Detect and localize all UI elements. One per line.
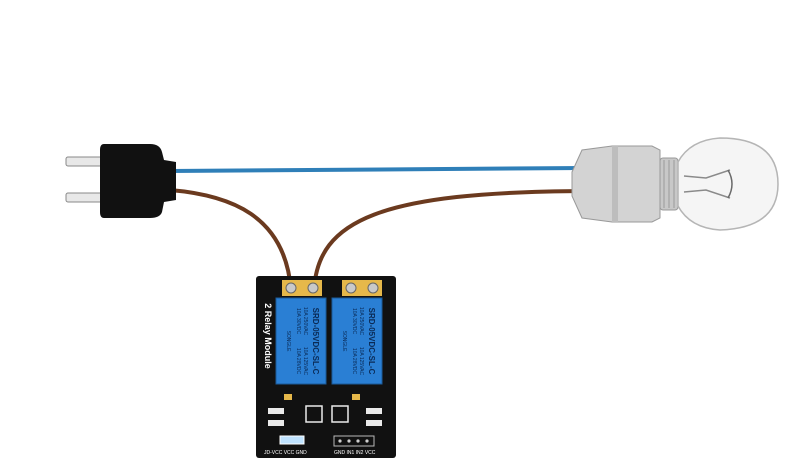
input-pins-label: GND IN1 IN2 VCC: [334, 450, 376, 456]
relay-1-rating-3: 10A 30VDC: [295, 308, 301, 335]
relay-1-body: [275, 297, 327, 385]
relay-1-model: SRD-05VDC-SL-C: [311, 308, 320, 375]
optocoupler: [305, 405, 323, 423]
header-pin: [365, 439, 369, 443]
bulb-filament-support: [683, 169, 731, 199]
relay-1-brand: SONGLE: [285, 331, 291, 353]
screw-terminals: [282, 280, 382, 296]
smd-resistor: [366, 420, 382, 426]
terminal-screw: [367, 282, 379, 294]
bulb-filament: [727, 169, 733, 199]
relay-2: SRD-05VDC-SL-C 10A 250VAC 10A 125VAC 10A…: [331, 297, 383, 385]
smd-resistor: [268, 408, 284, 414]
jumper-header: [279, 435, 305, 445]
bulb-socket-ring: [612, 146, 618, 222]
live-wire-plug-to-relay: [169, 188, 293, 291]
relay-2-rating-4: 10A 28VDC: [351, 348, 357, 375]
header-pin: [338, 439, 342, 443]
relay-1-rating-2: 10A 125VAC: [302, 347, 308, 376]
wires: [169, 166, 586, 291]
relay-2-brand: SONGLE: [341, 331, 347, 353]
terminal-screw: [345, 282, 357, 294]
plug-body: [100, 144, 176, 218]
optocoupler: [331, 405, 349, 423]
relay-2-rating-1: 10A 250VAC: [358, 307, 364, 336]
live-wire-relay-to-bulb: [312, 189, 586, 291]
relay-1-rating-1: 10A 250VAC: [302, 307, 308, 336]
header-pin: [347, 439, 351, 443]
relay-2-rating-2: 10A 125VAC: [358, 347, 364, 376]
bulb-glass: [677, 137, 779, 231]
input-header: [333, 435, 375, 447]
relay-1: SRD-05VDC-SL-C 10A 250VAC 10A 125VAC 10A…: [275, 297, 327, 385]
jumper-pins-label: JD-VCC VCC GND: [264, 450, 307, 456]
neutral-wire: [169, 166, 586, 173]
header-pin: [356, 439, 360, 443]
relay-2-rating-3: 10A 30VDC: [351, 308, 357, 335]
smd-resistor: [268, 420, 284, 426]
relay-1-rating-4: 10A 28VDC: [295, 348, 301, 375]
led: [284, 394, 292, 400]
light-bulb: [571, 137, 779, 231]
module-label: 2 Relay Module: [263, 303, 273, 369]
relay-module: SRD-05VDC-SL-C 10A 250VAC 10A 125VAC 10A…: [256, 276, 396, 458]
relay-2-body: [331, 297, 383, 385]
led: [352, 394, 360, 400]
terminal-screw: [285, 282, 297, 294]
smd-resistor: [366, 408, 382, 414]
relay-2-model: SRD-05VDC-SL-C: [367, 308, 376, 375]
terminal-screw: [307, 282, 319, 294]
power-plug: [65, 144, 176, 218]
board-components: [268, 394, 382, 447]
